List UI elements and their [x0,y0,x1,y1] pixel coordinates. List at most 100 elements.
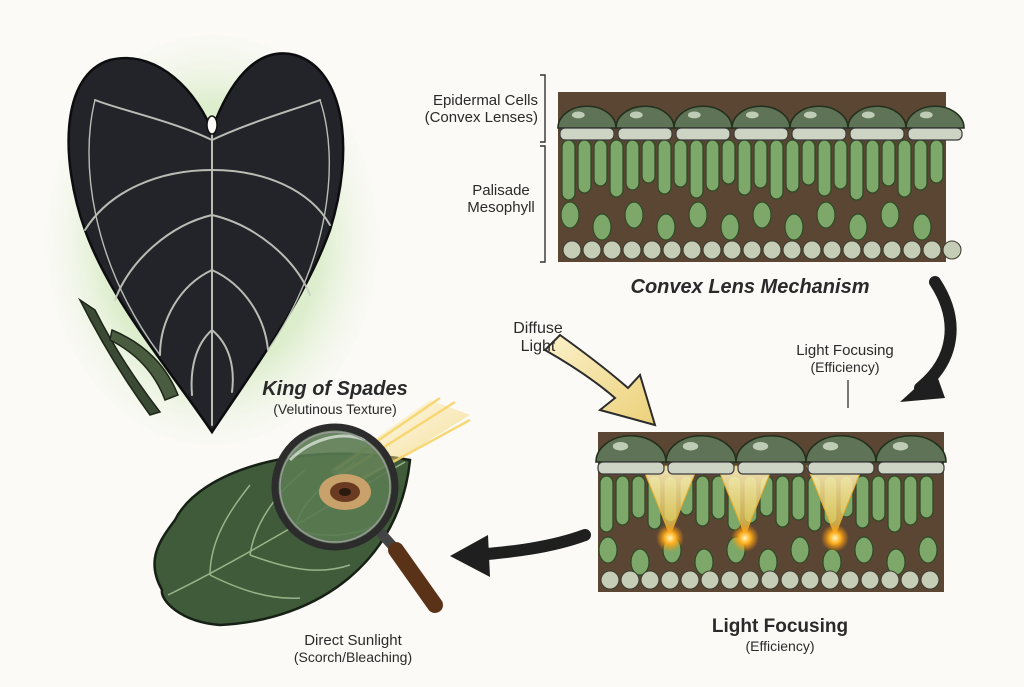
spongy-cell [752,201,772,229]
light-cones [641,465,864,552]
focus-spark [656,524,684,552]
spongy-cell [560,201,580,229]
dome-base [675,127,731,141]
lower-cell [680,570,700,590]
palisade-cell [929,139,944,184]
lower-cell [722,240,742,260]
king-of-spades-leaf [47,35,377,445]
lower-cell [600,570,620,590]
dome-base [807,461,875,475]
palisade-cell [801,139,816,186]
lower-cell [882,240,902,260]
lower-cell [682,240,702,260]
epidermal-dome [665,435,737,463]
dome-highlight [822,442,839,451]
lower-cell [942,240,962,260]
king-subtitle: (Velutinous Texture) [273,401,397,417]
palisade-mesophyll-label: Palisade Mesophyll [456,182,546,217]
palisade-cell [609,139,624,198]
top-epidermal-domes [557,105,965,141]
bottom-subtitle: (Efficiency) [745,637,815,654]
palisade-cell [641,139,656,184]
lower-cell [582,240,602,260]
palisade-cell [689,139,704,199]
dome-highlight [919,111,933,119]
dome-highlight [612,442,629,451]
magnifying-glass [271,423,443,613]
palisade-cell [791,475,806,521]
palisade-cell [561,139,576,201]
palisade-cell [881,139,896,187]
dome-highlight [745,111,759,119]
king-of-spades-caption: King of Spades (Velutinous Texture) [250,378,420,417]
king-title: King of Spades [262,378,408,400]
epidermal-dome [905,105,965,129]
lower-cell [742,240,762,260]
epidermal-dome [735,435,807,463]
lower-cell [902,240,922,260]
palisade-cell [737,139,752,196]
spongy-cell [656,213,676,241]
lower-cell [662,240,682,260]
lower-cell [602,240,622,260]
epidermal-dome [805,435,877,463]
dome-base [907,127,963,141]
bottom-cross-section [595,432,947,592]
diffuse-line2: Light [520,338,556,356]
palisade-cell [593,139,608,187]
lower-cell [842,240,862,260]
palisade-cell [599,475,614,533]
lower-cell [880,570,900,590]
sun-line2: (Scorch/Bleaching) [293,649,413,666]
lower-cell [760,570,780,590]
top-cross-section [557,92,965,262]
palisade-cell [855,475,870,529]
palisade-cell [897,139,912,198]
lower-cell [622,240,642,260]
light-focusing-caption: Light Focusing (Efficiency) [680,616,880,654]
curved-arrow-down [900,276,957,402]
dome-highlight [629,111,643,119]
focusing-line1: Light Focusing [796,342,894,359]
spongy-cell [592,213,612,241]
palisade-cell [871,475,886,522]
diffuse-line1: Diffuse [513,320,563,337]
palisade-cell [705,139,720,192]
lower-cell [862,240,882,260]
spongy-cell [790,536,810,564]
spongy-cell [624,201,644,229]
dome-highlight [682,442,699,451]
spongy-cell [784,213,804,241]
lower-cell [660,570,680,590]
spongy-cell [630,548,650,576]
epidermal-line1: Epidermal Cells [432,92,538,109]
palisade-cell [625,139,640,191]
light-focusing-annotation: Light Focusing (Efficiency) [770,342,920,375]
spongy-cell [912,213,932,241]
dome-base [877,461,945,475]
lower-cell [740,570,760,590]
spongy-cell [848,213,868,241]
palisade-cell [775,475,790,528]
palisade-cell [817,139,832,197]
dome-highlight [803,111,817,119]
sun-line1: Direct Sunlight [304,632,402,649]
epidermal-dome [615,105,675,129]
dome-base [791,127,847,141]
dome-base [617,127,673,141]
lower-cell [640,570,660,590]
spongy-cell [688,201,708,229]
lower-cell [642,240,662,260]
lower-cell [562,240,582,260]
lower-cell [720,570,740,590]
palisade-cell [865,139,880,194]
mechanism-title: Convex Lens Mechanism [630,276,870,298]
palisade-cell [711,475,726,520]
dome-base [559,127,615,141]
epidermal-dome [789,105,849,129]
palisade-cell [833,139,848,190]
epidermal-dome [731,105,791,129]
palisade-cell [721,139,736,185]
